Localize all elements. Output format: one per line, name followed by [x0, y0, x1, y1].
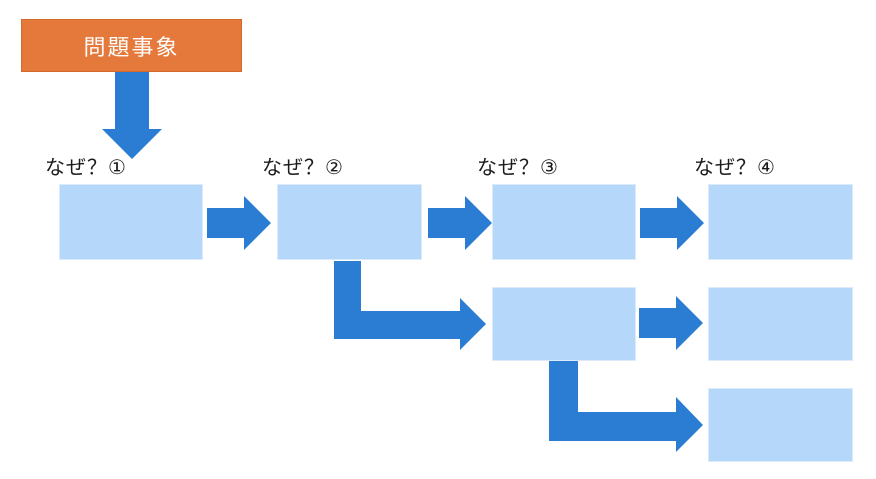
elbow-arrow-shape [334, 261, 486, 350]
right-arrow-icon-3 [640, 196, 704, 250]
cause-box-row2-col3 [492, 287, 636, 361]
right-arrow-icon-1 [207, 196, 271, 250]
why-label-1: なぜ？① [45, 157, 127, 179]
down-arrow-icon [102, 72, 162, 159]
cause-box-row1-col4 [708, 184, 853, 260]
elbow-arrow-icon-1 [334, 261, 486, 350]
why-label-4: なぜ？④ [694, 157, 776, 179]
problem-box-label: 問題事象 [83, 34, 180, 60]
why-label-2: なぜ？② [262, 157, 344, 179]
down-arrow-shape [102, 72, 162, 159]
right-arrow-shape [207, 196, 271, 250]
right-arrow-icon-2 [428, 196, 492, 250]
elbow-arrow-shape [549, 361, 703, 452]
cause-box-row3-col4 [708, 388, 853, 462]
cause-box-row1-col3 [492, 184, 636, 260]
cause-box-row1-col2 [277, 184, 422, 260]
right-arrow-shape [639, 296, 703, 350]
cause-box-row1-col1 [59, 184, 203, 260]
cause-box-row2-col4 [708, 287, 853, 361]
problem-box: 問題事象 [21, 19, 242, 72]
right-arrow-shape [428, 196, 492, 250]
right-arrow-shape [640, 196, 704, 250]
why-label-3: なぜ？③ [477, 157, 559, 179]
elbow-arrow-icon-2 [549, 361, 703, 452]
right-arrow-icon-4 [639, 296, 703, 350]
